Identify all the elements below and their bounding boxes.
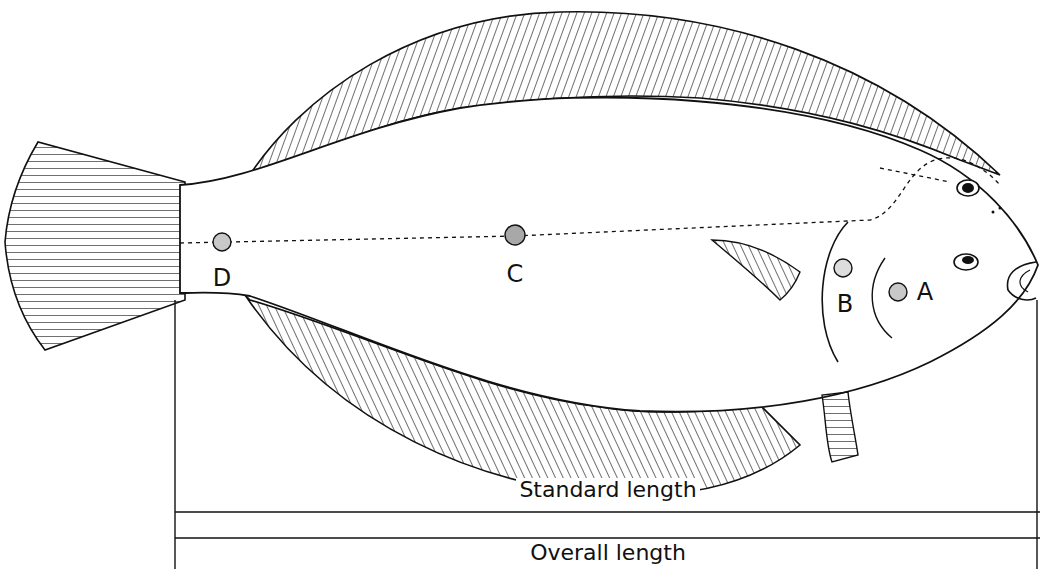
measure-point: [213, 233, 231, 251]
dorsal-lateral-line: [880, 168, 950, 182]
standard-length-line: [175, 511, 1040, 512]
point-label: C: [507, 261, 524, 287]
pelvic-fin: [822, 392, 858, 462]
length-mark: [1036, 300, 1037, 569]
caudal-fin: [5, 142, 185, 350]
point-label: D: [213, 265, 231, 291]
lip: [1020, 270, 1030, 292]
fish-body: [180, 98, 1038, 412]
length-label: Overall length: [527, 541, 689, 565]
measure-point: [505, 225, 525, 245]
preopercle: [872, 258, 892, 338]
lateral-line: [180, 158, 1000, 243]
point-label: A: [917, 279, 933, 305]
point-label: B: [837, 291, 853, 317]
measure-point: [834, 259, 852, 277]
length-mark: [174, 300, 175, 569]
overall-length-line: [175, 537, 1040, 538]
mouth: [1007, 262, 1036, 300]
upper-eye: [957, 180, 979, 196]
upper-pupil: [962, 183, 974, 193]
measure-point: [889, 283, 907, 301]
nostril: [999, 207, 1002, 210]
length-label: Standard length: [516, 478, 699, 502]
lower-pupil: [962, 256, 974, 264]
pectoral-fin: [712, 240, 800, 300]
lower-eye: [954, 254, 978, 270]
nostril: [992, 211, 995, 214]
